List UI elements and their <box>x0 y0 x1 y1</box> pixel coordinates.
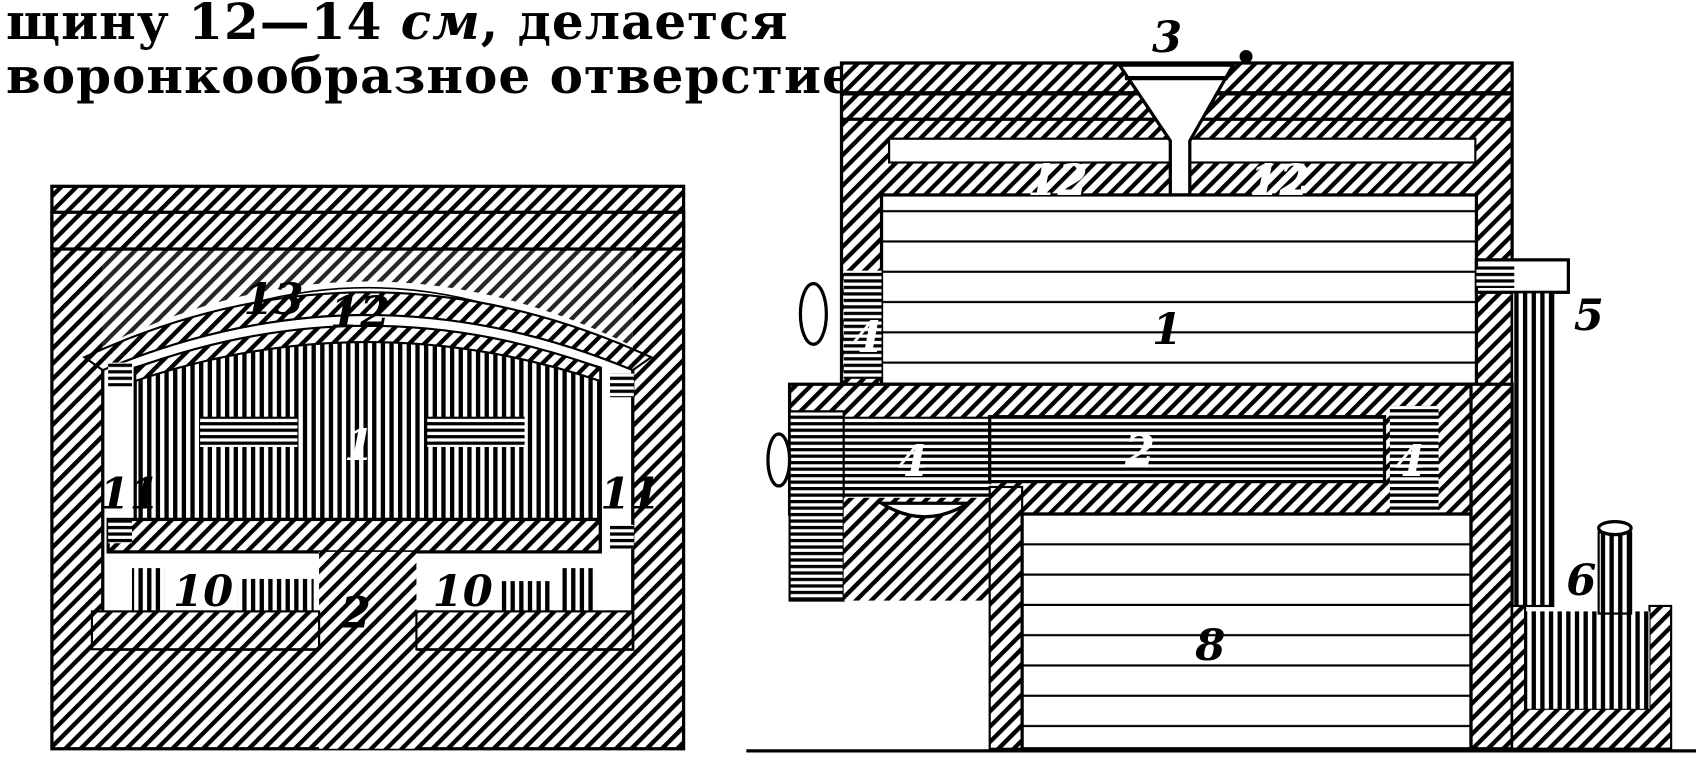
text-fragment: щину 12—14 <box>6 0 401 51</box>
label-4-left: 4 <box>898 436 928 487</box>
label-2: 2 <box>1124 425 1155 476</box>
label-5: 5 <box>1574 290 1604 341</box>
unit-text: см <box>400 0 481 51</box>
label-12-right: 12 <box>1249 155 1309 206</box>
label-12: 12 <box>330 287 390 338</box>
label-2: 2 <box>340 588 371 639</box>
label-11-right: 11 <box>600 469 660 520</box>
text-line-1: щину 12—14 см, делается <box>6 0 789 51</box>
label-4-wall: 4 <box>852 312 882 363</box>
label-10-left: 10 <box>173 566 233 617</box>
label-13: 13 <box>243 274 303 325</box>
label-8: 8 <box>1194 620 1225 671</box>
label-6: 6 <box>1566 555 1596 606</box>
label-10-right: 10 <box>433 566 493 617</box>
label-1: 1 <box>1152 304 1182 355</box>
label-11-left: 11 <box>100 469 160 520</box>
label-1: 1 <box>344 420 374 471</box>
text-fragment: , делается <box>480 0 789 51</box>
text-line-2: воронкообразное отверстие <box>6 46 855 105</box>
right-kiln-cross-section: 3 12 12 1 5 4 2 4 4 8 6 <box>746 12 1696 753</box>
left-kiln-cross-section: 13 12 1 11 11 10 10 2 <box>50 184 686 751</box>
label-4-right: 4 <box>1395 436 1425 487</box>
label-3: 3 <box>1152 12 1182 63</box>
label-12-left: 12 <box>1028 155 1088 206</box>
